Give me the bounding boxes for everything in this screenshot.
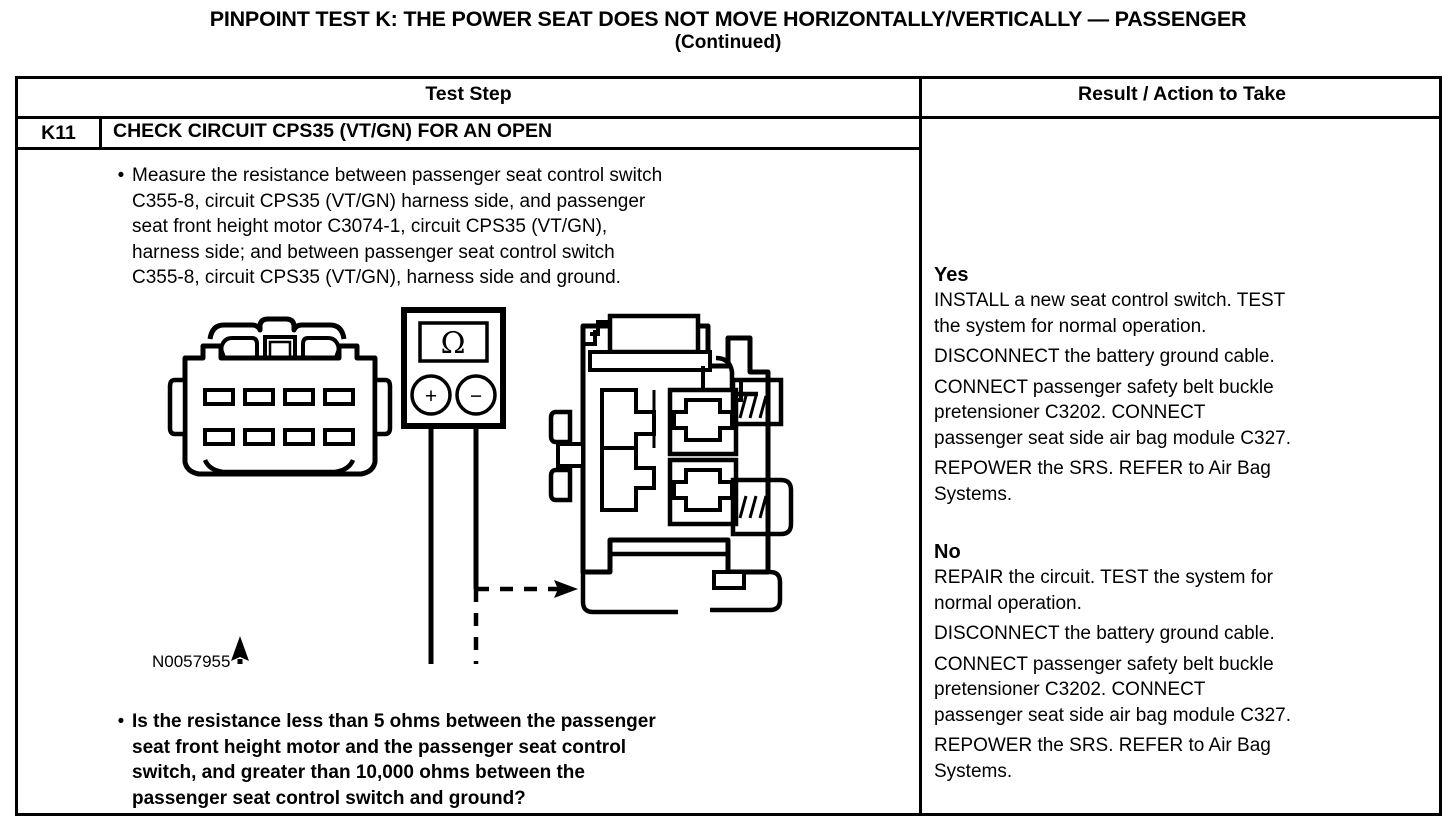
result-no-paragraph-2: DISCONNECT the battery ground cable. xyxy=(934,623,1275,644)
column-header-result-action: Result / Action to Take xyxy=(1077,83,1287,105)
result-group-no: No REPAIR the circuit. TEST the system f… xyxy=(934,540,1434,789)
seat-front-height-motor-connector xyxy=(548,313,794,615)
pinpoint-test-table: Test Step Result / Action to Take K11 CH… xyxy=(15,76,1442,816)
arrowhead-to-switch-pin xyxy=(231,636,249,661)
result-label-no: No xyxy=(934,541,961,563)
svg-text:−: − xyxy=(470,385,482,408)
step-id-cell-divider xyxy=(99,116,102,147)
arrowhead-to-motor xyxy=(554,580,578,598)
test-question-bullet: • Is the resistance less than 5 ohms bet… xyxy=(110,709,900,811)
negative-terminal xyxy=(455,374,497,416)
column-header-test-step: Test Step xyxy=(425,83,512,105)
ohm-symbol: Ω xyxy=(441,326,466,361)
result-label-yes: Yes xyxy=(934,264,969,286)
page-title-line2: (Continued) xyxy=(674,32,782,53)
positive-terminal xyxy=(410,374,452,416)
result-no-paragraph-4: REPOWER the SRS. REFER to Air Bag System… xyxy=(934,735,1271,782)
result-yes-paragraph-2: DISCONNECT the battery ground cable. xyxy=(934,346,1275,367)
result-action-column: Yes INSTALL a new seat control switch. T… xyxy=(926,79,1438,813)
test-step-bullet: • Measure the resistance between passeng… xyxy=(110,163,900,291)
result-yes-paragraph-4: REPOWER the SRS. REFER to Air Bag System… xyxy=(934,458,1271,505)
step-heading-label: CHECK CIRCUIT CPS35 (VT/GN) FOR AN OPEN xyxy=(113,120,553,142)
figure-id-label: N0057955 xyxy=(152,652,231,671)
page-title: PINPOINT TEST K: THE POWER SEAT DOES NOT… xyxy=(0,6,1456,54)
result-group-yes: Yes INSTALL a new seat control switch. T… xyxy=(934,263,1434,512)
step-heading-row-divider xyxy=(18,147,919,150)
result-no-paragraph-1: REPAIR the circuit. TEST the system for … xyxy=(934,567,1273,614)
svg-text:+: + xyxy=(425,385,437,408)
bullet-marker-icon: • xyxy=(117,165,125,186)
result-yes-paragraph-3: CONNECT passenger safety belt buckle pre… xyxy=(934,376,1292,449)
test-step-text: Measure the resistance between passenger… xyxy=(132,165,663,288)
page-title-line1: PINPOINT TEST K: THE POWER SEAT DOES NOT… xyxy=(209,7,1247,31)
result-yes-paragraph-1: INSTALL a new seat control switch. TEST … xyxy=(934,290,1286,337)
column-divider xyxy=(919,79,922,813)
step-id-label: K11 xyxy=(41,121,76,144)
wiring-test-diagram: Ω + − xyxy=(158,304,898,736)
bullet-marker-icon: • xyxy=(117,711,125,732)
seat-control-switch-connector xyxy=(167,316,393,477)
result-no-paragraph-3: CONNECT passenger safety belt buckle pre… xyxy=(934,653,1292,726)
ohmmeter: Ω + − xyxy=(401,307,506,429)
test-question-text: Is the resistance less than 5 ohms betwe… xyxy=(132,711,656,809)
header-row-divider xyxy=(18,116,1442,119)
